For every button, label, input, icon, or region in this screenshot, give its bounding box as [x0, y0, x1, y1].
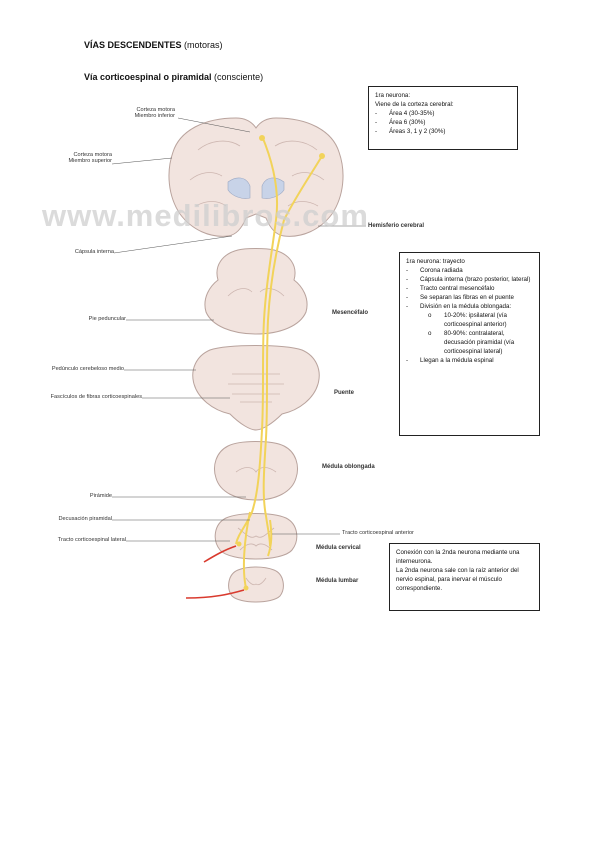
section-title: Vía corticoespinal o piramidal (conscien… [84, 72, 263, 82]
list-item: Cápsula interna (brazo posterior, latera… [406, 275, 533, 284]
label-corticospinal-fascicles: Fascículos de fibras corticoespinales [50, 394, 142, 400]
page-title: VÍAS DESCENDENTES (motoras) [84, 40, 223, 50]
list-item: Se separan las fibras en el puente [406, 293, 533, 302]
list-item: Tracto central mesencéfalo [406, 284, 533, 293]
label-lumbar-cord: Médula lumbar [316, 578, 359, 584]
label-cervical-cord: Médula cervical [316, 545, 361, 551]
list-item: Área 6 (30%) [375, 118, 511, 127]
area-list: Área 4 (30-35%) Área 6 (30%) Áreas 3, 1 … [375, 109, 511, 136]
label-midbrain: Mesencéfalo [332, 310, 369, 316]
label-cerebral-peduncle: Pie peduncular [88, 316, 126, 322]
pons-section [192, 345, 320, 431]
list-item: Llegan a la médula espinal [406, 356, 533, 365]
medulla-section [214, 441, 298, 501]
label-medulla-oblongata: Médula oblongada [322, 464, 375, 470]
label-middle-cerebellar-peduncle: Pedúnculo cerebeloso medio [51, 366, 124, 372]
label-pyramid: Pirámide [89, 493, 112, 499]
list-subitem: 10-20%: ipsilateral (vía corticoespinal … [406, 311, 533, 329]
corticospinal-tract [235, 135, 323, 589]
cerebrum-section [168, 117, 344, 237]
first-neuron-trajectory-box: 1ra neurona: trayecto Corona radiada Cáp… [399, 252, 540, 436]
box-line: Conexión con la 2nda neurona mediante un… [396, 549, 520, 565]
list-item: Área 4 (30-35%) [375, 109, 511, 118]
second-neuron-connection-box: Conexión con la 2nda neurona mediante un… [389, 543, 540, 611]
list-item: Áreas 3, 1 y 2 (30%) [375, 127, 511, 136]
box-line: La 2nda neurona sale con la raíz anterio… [396, 567, 519, 592]
list-subitem: 80-90%: contralateral, decusación pirami… [406, 329, 533, 356]
first-neuron-origin-box: 1ra neurona: Viene de la corteza cerebra… [368, 86, 518, 150]
spinal-nerves [185, 545, 245, 599]
cortex-neuron-superior [319, 153, 325, 159]
label-cerebral-hemisphere: Hemisferio cerebral [368, 223, 425, 229]
list-item: Corona radiada [406, 266, 533, 275]
subtitle-normal: (consciente) [211, 72, 264, 82]
interneuron-lumbar [243, 585, 249, 591]
watermark: www.medilibros.com [42, 198, 369, 233]
title-bold: VÍAS DESCENDENTES [84, 40, 182, 50]
label-internal-capsule: Cápsula interna [74, 249, 114, 255]
label-pons: Puente [334, 390, 355, 396]
title-normal: (motoras) [181, 40, 223, 50]
leader-lines [111, 117, 366, 542]
subtitle-bold: Vía corticoespinal o piramidal [84, 72, 212, 82]
box-heading: 1ra neurona: trayecto [406, 258, 465, 265]
list-item: División en la médula oblongada: [406, 302, 533, 311]
midbrain-section [204, 248, 308, 335]
label-lateral-corticospinal-tract: Tracto corticoespinal lateral [57, 537, 126, 543]
trajectory-list: Corona radiada Cápsula interna (brazo po… [406, 266, 533, 365]
cortex-neuron-inferior [259, 135, 265, 141]
box-intro: Viene de la corteza cerebral: [375, 101, 454, 108]
cervical-cord-section [214, 513, 298, 560]
interneuron-cervical [236, 541, 242, 547]
label-pyramidal-decussation: Decusación piramidal [58, 516, 112, 522]
label-anterior-corticospinal-tract: Tracto corticoespinal anterior [342, 530, 414, 536]
lumbar-cord-section [228, 566, 284, 603]
box-heading: 1ra neurona: [375, 92, 411, 99]
